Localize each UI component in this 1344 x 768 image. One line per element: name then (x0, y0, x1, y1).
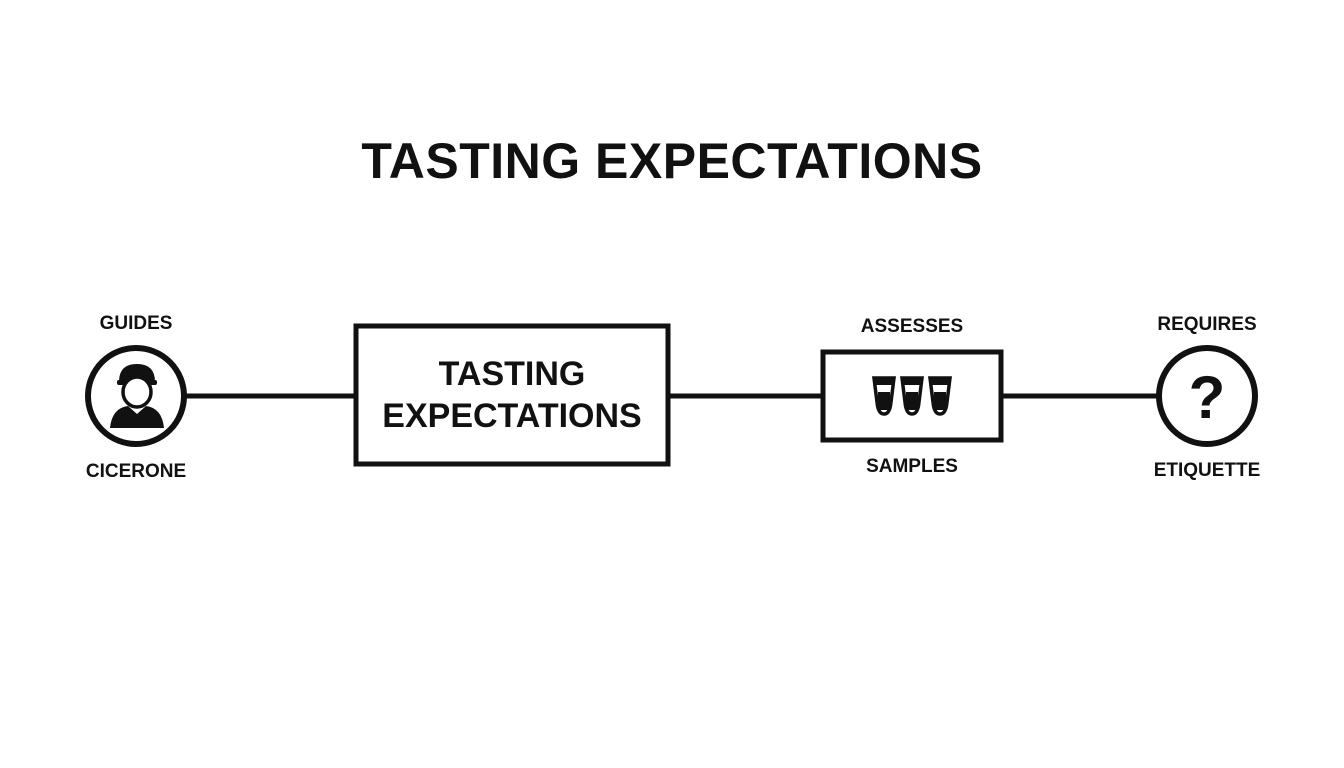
samples-node (820, 349, 1004, 443)
central-box-line1: TASTING (438, 355, 586, 393)
cicerone-node (85, 345, 187, 447)
samples-top-label: ASSESSES (860, 316, 964, 337)
central-box-line2: EXPECTATIONS (382, 397, 642, 435)
etiquette-bottom-label: ETIQUETTE (1153, 460, 1261, 481)
cicerone-bottom-label: CICERONE (85, 461, 187, 482)
etiquette-top-label: REQUIRES (1157, 314, 1257, 335)
central-box-label: TASTING EXPECTATIONS (356, 326, 668, 464)
page-title: TASTING EXPECTATIONS (361, 133, 983, 189)
beer-glasses-icon (872, 376, 952, 416)
person-icon (110, 364, 164, 428)
etiquette-node: ? (1156, 345, 1258, 447)
question-mark-icon: ? (1189, 364, 1226, 431)
cicerone-top-label: GUIDES (99, 313, 173, 334)
samples-bottom-label: SAMPLES (866, 456, 958, 477)
central-box (353, 323, 671, 467)
